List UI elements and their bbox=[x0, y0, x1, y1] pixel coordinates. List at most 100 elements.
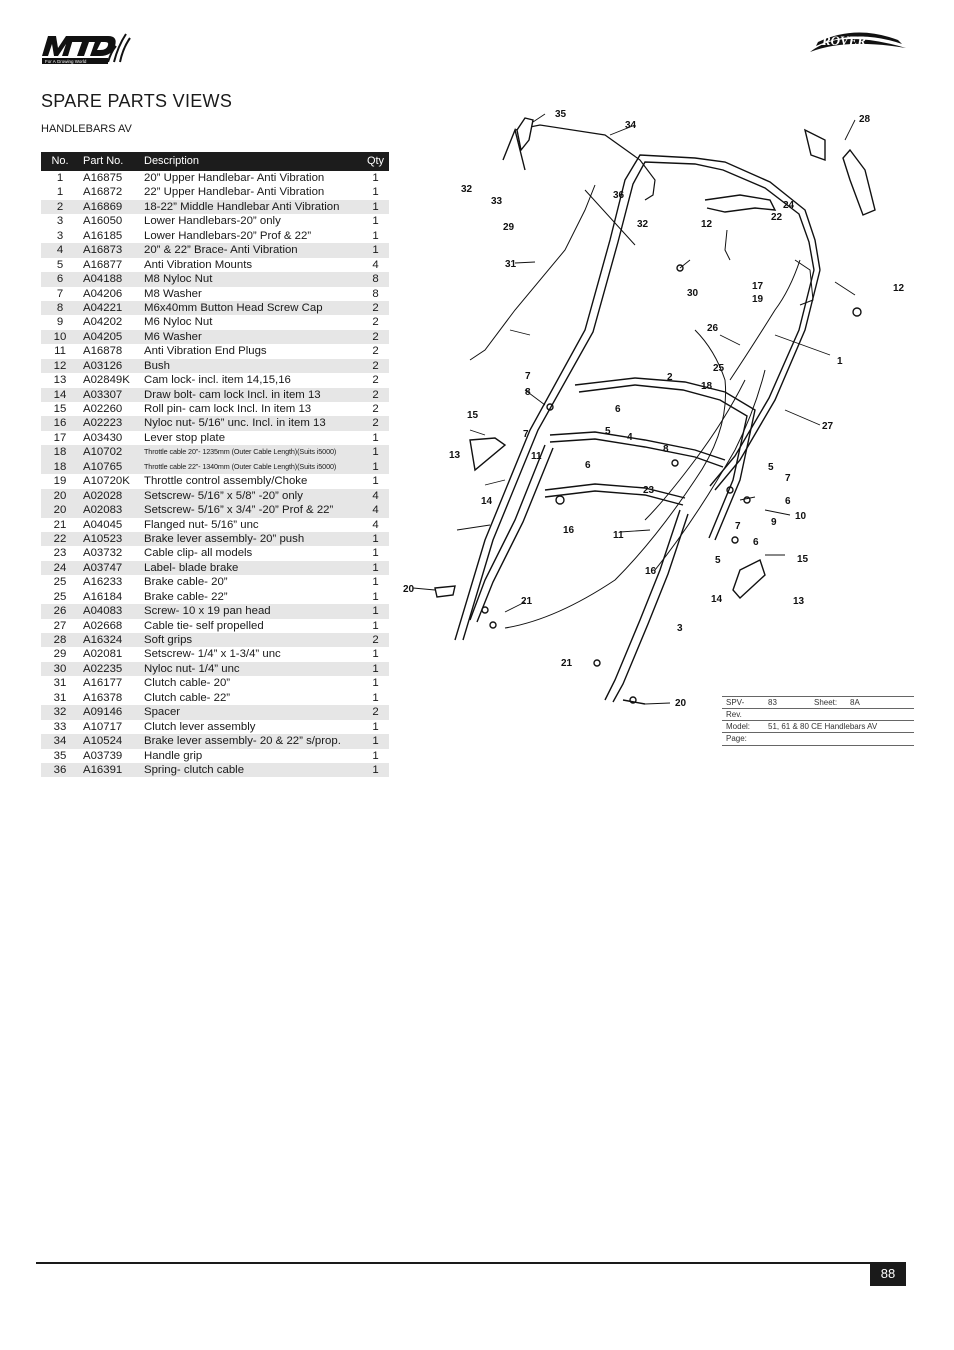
cell-qty: 1 bbox=[362, 459, 389, 475]
callout-label: 13 bbox=[793, 596, 805, 607]
cell-no: 31 bbox=[53, 691, 67, 704]
spv-label: SPV- bbox=[726, 698, 745, 707]
cell-part-no: A16873 bbox=[79, 243, 144, 258]
cell-qty: 1 bbox=[372, 590, 379, 603]
cell-qty: 2 bbox=[372, 374, 379, 387]
cell-qty: 2 bbox=[372, 403, 379, 416]
callout-label: 12 bbox=[701, 219, 713, 230]
cell-no: 19 bbox=[53, 475, 67, 488]
cell-part-no: A04083 bbox=[79, 604, 144, 619]
cell-description: 20” & 22” Brace- Anti Vibration bbox=[144, 243, 362, 258]
cell-part-no: A04202 bbox=[83, 316, 123, 329]
page-title: SPARE PARTS VIEWS bbox=[41, 91, 233, 111]
cell-description: Setscrew- 1/4” x 1-3/4” unc bbox=[144, 648, 281, 661]
cell-no: 27 bbox=[53, 619, 67, 632]
cell-part-no: A03126 bbox=[79, 358, 144, 374]
col-header-qty: Qty bbox=[362, 152, 389, 171]
cell-description: M8 Nyloc Nut bbox=[144, 272, 362, 287]
spv-value: 83 bbox=[768, 698, 777, 707]
cell-part-no: A10765 bbox=[79, 459, 144, 475]
cell-description: Anti Vibration End Plugs bbox=[144, 345, 267, 358]
cell-no: 29 bbox=[53, 648, 67, 661]
cell-qty: 1 bbox=[362, 531, 389, 547]
callout-label: 31 bbox=[505, 259, 517, 270]
callout-label: 26 bbox=[707, 323, 719, 334]
diagram-linework bbox=[434, 117, 876, 705]
cell-part-no: A16869 bbox=[79, 199, 144, 215]
cell-qty: 2 bbox=[372, 316, 379, 329]
cell-part-no: A03307 bbox=[79, 387, 144, 402]
callout-label: 7 bbox=[735, 521, 741, 532]
cell-qty: 1 bbox=[362, 604, 389, 619]
cell-no: 15 bbox=[53, 403, 67, 416]
footer-rule bbox=[36, 1262, 906, 1264]
rover-brand-text: ROVER bbox=[821, 33, 866, 48]
cell-qty: 1 bbox=[372, 229, 379, 242]
callout-label: 7 bbox=[523, 429, 529, 440]
cell-description: M6 Washer bbox=[144, 329, 362, 345]
cell-no: 7 bbox=[56, 287, 64, 300]
cell-description: 18-22” Middle Handlebar Anti Vibration bbox=[144, 199, 362, 215]
cell-description: Setscrew- 5/16” x 5/8” -20” only bbox=[144, 488, 362, 504]
cell-description: Cam lock- incl. item 14,15,16 bbox=[144, 374, 291, 387]
cell-description: Clutch cable- 22” bbox=[144, 691, 231, 704]
cell-part-no: A09146 bbox=[79, 705, 144, 720]
cell-qty: 1 bbox=[372, 619, 379, 632]
cell-no: 11 bbox=[54, 345, 66, 358]
cell-no: 4 bbox=[41, 243, 79, 258]
cell-no: 12 bbox=[41, 358, 79, 374]
callout-label: 6 bbox=[585, 460, 591, 471]
model-label: Model: bbox=[726, 722, 751, 731]
title-block-row-model: Model: 51, 61 & 80 CE Handlebars AV bbox=[722, 720, 914, 733]
cell-part-no: A10720K bbox=[83, 475, 130, 488]
cell-part-no: A03430 bbox=[83, 431, 123, 444]
callout-label: 33 bbox=[491, 196, 503, 207]
cell-description: Cable clip- all models bbox=[144, 547, 253, 560]
cell-part-no: A04221 bbox=[79, 300, 144, 316]
callout-label: 9 bbox=[771, 517, 777, 528]
cell-qty: 2 bbox=[362, 329, 389, 345]
page-number: 88 bbox=[870, 1263, 906, 1286]
cell-no: 25 bbox=[53, 590, 67, 603]
cell-no: 6 bbox=[41, 272, 79, 287]
callout-label: 16 bbox=[563, 525, 575, 536]
callout-label: 8 bbox=[663, 444, 669, 455]
cell-part-no: A02849K bbox=[83, 374, 130, 387]
cell-description: Nyloc nut- 1/4” unc bbox=[144, 661, 362, 677]
callout-label: 20 bbox=[403, 584, 415, 595]
callout-label: 13 bbox=[449, 450, 461, 461]
cell-qty: 1 bbox=[362, 445, 389, 460]
cell-no: 33 bbox=[53, 720, 67, 733]
cell-part-no: A03747 bbox=[79, 560, 144, 576]
table-header-row: No. Part No. Description Qty bbox=[41, 152, 389, 171]
cell-no: 2 bbox=[41, 199, 79, 215]
cell-description: M6 Nyloc Nut bbox=[144, 316, 213, 329]
cell-qty: 2 bbox=[362, 387, 389, 402]
cell-part-no: A10702 bbox=[79, 445, 144, 460]
cell-qty: 1 bbox=[362, 762, 389, 778]
cell-description: Lower Handlebars-20” Prof & 22” bbox=[144, 229, 312, 242]
cell-part-no: A16050 bbox=[83, 215, 123, 228]
callout-label: 21 bbox=[521, 596, 533, 607]
cell-qty: 2 bbox=[362, 300, 389, 316]
callout-label: 32 bbox=[637, 219, 649, 230]
callout-leaders bbox=[412, 113, 856, 705]
callout-label: 6 bbox=[615, 404, 621, 415]
cell-description: Brake lever assembly- 20 & 22” s/prop. bbox=[144, 734, 362, 749]
cell-no: 16 bbox=[41, 416, 79, 431]
cell-description: Anti Vibration Mounts bbox=[144, 258, 253, 271]
